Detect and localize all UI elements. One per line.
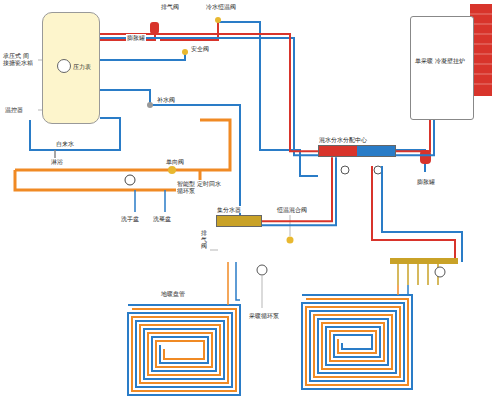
- part-label: 排气阀: [160, 3, 180, 10]
- part-label: 排气阀: [200, 230, 208, 250]
- part-label: 地暖盘管: [160, 290, 186, 297]
- node-text: 混水分水分配中心: [318, 136, 396, 143]
- node-text: 压力表: [73, 63, 97, 70]
- part-label: 承压式 间接搪瓷水箱: [2, 52, 34, 66]
- part-label: 采暖循环泵: [248, 312, 280, 319]
- part-label: 淋浴: [50, 158, 64, 165]
- part-label: 安全阀: [190, 45, 210, 52]
- supply-pipe: [396, 120, 430, 151]
- coil-feed: [407, 285, 409, 295]
- part-label: 温控器: [4, 106, 24, 113]
- heating-pump: [257, 265, 267, 275]
- manifold-bar: [318, 145, 396, 157]
- coil-loop: [128, 305, 240, 395]
- supply-pipe: [262, 157, 332, 221]
- wall-boiler: 单采暖 冷凝壁挂炉: [410, 16, 474, 120]
- node-text: 集分水器: [216, 206, 262, 213]
- valves: [125, 17, 221, 185]
- right-collector-outlets: [398, 264, 438, 285]
- leader: [262, 276, 263, 308]
- return-pipe: [100, 38, 318, 155]
- leader: [210, 250, 218, 251]
- part-label: 膨胀罐: [126, 34, 146, 41]
- part-label: 洗手盆: [120, 215, 140, 222]
- part-label: 自来水: [55, 140, 75, 147]
- manifold-pumps: [341, 166, 382, 174]
- right-zone-pump: [435, 267, 445, 277]
- part-label: 洗菜盆: [152, 215, 172, 222]
- coil-loop: [132, 309, 236, 391]
- return-pipe: [262, 157, 336, 225]
- mixing-valve: [287, 237, 294, 244]
- part-label: 冷水恒温阀: [205, 3, 237, 10]
- coil-feed: [236, 262, 240, 300]
- node-text: 单采暖 冷凝壁挂炉: [415, 57, 471, 64]
- right-collector: [390, 258, 458, 264]
- coil-feed: [397, 285, 399, 295]
- part-label: 恒温混合阀: [276, 206, 308, 213]
- coil-feed: [227, 262, 229, 305]
- part-label: 膨胀罐: [416, 178, 436, 185]
- right-zone-pipes: [372, 166, 462, 262]
- part-label: 智能型 定时回水循环泵: [176, 180, 222, 194]
- manifold-bar: [216, 215, 262, 227]
- distribution-manifold: 混水分水分配中心: [318, 136, 396, 157]
- coil-loop: [306, 299, 408, 385]
- part-label: 补水阀: [156, 96, 176, 103]
- manifold-collector: 集分水器: [216, 206, 262, 227]
- supply-pipe: [100, 34, 318, 151]
- coil-loop: [302, 295, 412, 389]
- part-label: 单向阀: [165, 158, 185, 165]
- pressure-gauge: [57, 59, 71, 73]
- floor-coils: [128, 262, 412, 395]
- return-pipe: [396, 120, 434, 155]
- water-tank: 压力表: [42, 12, 100, 124]
